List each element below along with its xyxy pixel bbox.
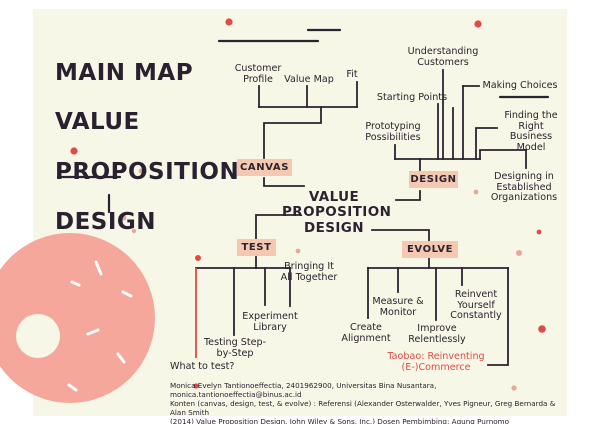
starting-points-label: Starting Points xyxy=(376,92,448,103)
what-to-test-label: What to test? xyxy=(170,361,235,372)
evolve-badge: EVOLVE xyxy=(402,241,458,258)
measure-monitor-label: Measure & Monitor xyxy=(372,296,424,318)
experiment-library-label: Experiment Library xyxy=(242,311,298,333)
title-line: PROPOSITION xyxy=(55,159,240,186)
credits: Monica Evelyn Tantionoeffectia, 24019629… xyxy=(170,381,556,424)
customer-profile-label: Customer Profile xyxy=(234,63,282,85)
prototyping-possibilities-label: Prototyping Possibilities xyxy=(365,121,421,143)
title-line: VALUE xyxy=(55,109,140,136)
sprinkle-icon xyxy=(67,260,133,392)
taobao-case-label: Taobao: Reinventing (E-)Commerce xyxy=(387,351,485,373)
design-badge: DESIGN xyxy=(409,171,458,188)
value-map-label: Value Map xyxy=(284,74,334,85)
improve-relentlessly-label: Improve Relentlessly xyxy=(408,323,466,345)
making-choices-label: Making Choices xyxy=(482,80,558,91)
canvas-badge: CANVAS xyxy=(237,159,292,176)
create-alignment-label: Create Alignment xyxy=(341,322,391,344)
finding-business-model-label: Finding the Right Business Model xyxy=(504,110,558,154)
title-line: MAIN MAP xyxy=(55,59,194,86)
designing-established-label: Designing in Established Organizations xyxy=(490,171,558,204)
donut-icon xyxy=(0,233,155,403)
understanding-customers-label: Understanding Customers xyxy=(407,46,479,68)
reinvent-yourself-label: Reinvent Yourself Constantly xyxy=(450,289,502,322)
page-title: MAIN MAP VALUE PROPOSITION DESIGN xyxy=(55,36,239,259)
title-line: DESIGN xyxy=(55,208,157,235)
testing-step-by-step-label: Testing Step- by-Step xyxy=(203,337,267,359)
fit-label: Fit xyxy=(346,69,358,80)
test-badge: TEST xyxy=(237,239,276,256)
bringing-it-all-together-label: Bringing It All Together xyxy=(280,261,338,283)
dot-icon xyxy=(70,18,546,391)
center-title: VALUE PROPOSITION DESIGN xyxy=(282,189,392,236)
